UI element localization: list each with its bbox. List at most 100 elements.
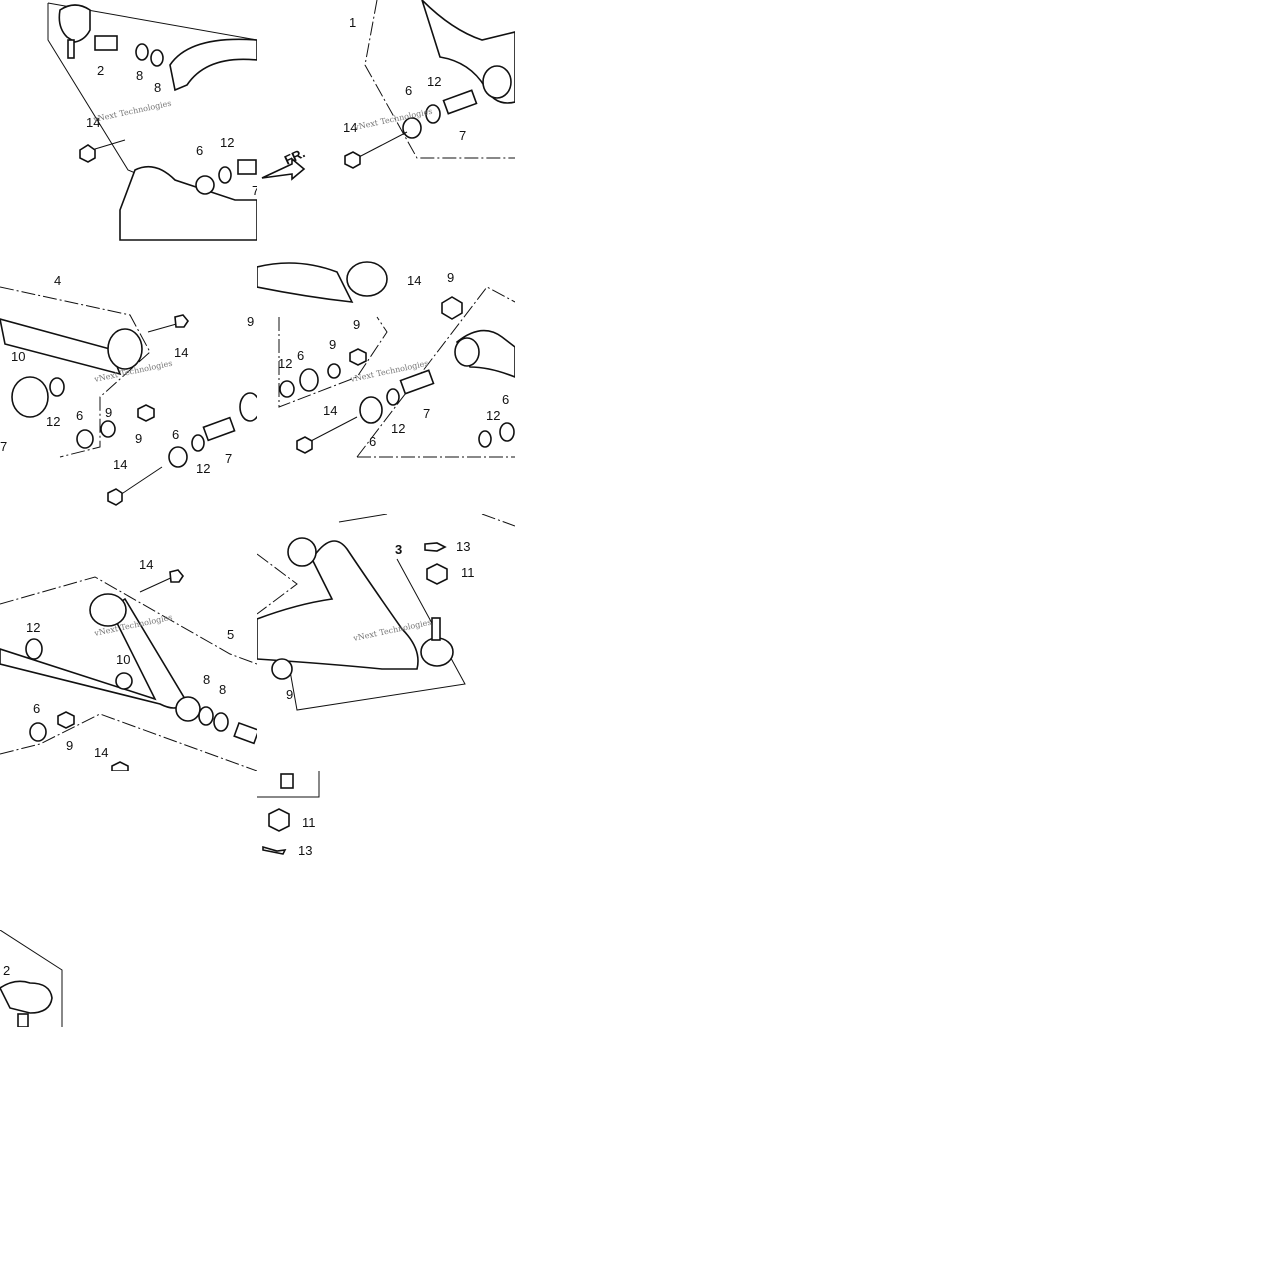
cotter-pin-13 xyxy=(424,542,447,552)
diagram-tile-5: 14 12 10 5 8 8 6 9 14 vNext Technologies xyxy=(0,514,257,771)
nut-14 xyxy=(79,144,96,163)
washer-8a xyxy=(135,43,149,61)
callout-11: 11 xyxy=(302,815,316,830)
washer-12 xyxy=(25,638,43,660)
diagram-tile-4: 14 9 9 12 6 9 14 6 12 7 12 6 vNext Techn… xyxy=(257,257,515,514)
callout-9b: 9 xyxy=(105,405,112,420)
callout-14: 14 xyxy=(174,345,188,360)
ball-joint-stud xyxy=(431,617,441,641)
callout-4: 4 xyxy=(54,273,61,288)
fr-label: FR. xyxy=(282,145,307,167)
bushing-6 xyxy=(402,117,422,139)
cotter-pin-13 xyxy=(262,845,287,855)
washer-9 xyxy=(327,363,341,379)
bushing-6c xyxy=(499,422,515,442)
callout-14: 14 xyxy=(343,120,357,135)
stud-part xyxy=(233,721,257,745)
callout-9a: 9 xyxy=(247,314,254,329)
callout-7b: 7 xyxy=(0,439,7,454)
callout-9b: 9 xyxy=(353,317,360,332)
diagram-tile-7: 11 13 xyxy=(257,771,321,865)
callout-14b: 14 xyxy=(113,457,127,472)
lower-arm-3-part xyxy=(257,540,419,670)
ball-joint-part xyxy=(58,4,91,43)
washer-8b xyxy=(213,712,229,732)
tile-6-drawing: 3 13 11 9 vNext Technologies xyxy=(257,514,515,711)
tile-7-drawing: 11 13 xyxy=(257,771,320,858)
callout-9a: 9 xyxy=(447,270,454,285)
washer-12c xyxy=(478,430,492,448)
castle-nut-11 xyxy=(268,808,290,832)
tile-4-drawing: 14 9 9 12 6 9 14 6 12 7 12 6 vNext Techn… xyxy=(257,261,515,458)
callout-5: 5 xyxy=(227,627,234,642)
arm-bushing-eye xyxy=(482,65,512,99)
callout-12c: 12 xyxy=(486,408,500,423)
arm-eye-right xyxy=(239,392,257,422)
callout-6: 6 xyxy=(297,348,304,363)
callout-10: 10 xyxy=(11,349,25,364)
bushing-6b xyxy=(359,396,383,424)
stud-end xyxy=(280,773,294,789)
callout-12: 12 xyxy=(427,74,441,89)
washer-12 xyxy=(218,166,232,184)
callout-8a: 8 xyxy=(136,68,143,83)
arm-bushing-front xyxy=(287,537,317,567)
ball-joint-neck xyxy=(94,35,118,51)
bolt-14-head xyxy=(296,436,313,454)
nut-9-top xyxy=(441,296,463,320)
bolt-14-head xyxy=(344,151,361,169)
bolt-14-head xyxy=(169,569,184,583)
washer-12 xyxy=(49,377,65,397)
diagram-tile-3: 4 14 10 9 12 6 9 9 6 12 7 14 7 vNext Tec… xyxy=(0,257,257,514)
callout-12: 12 xyxy=(220,135,234,150)
callout-3: 3 xyxy=(395,542,402,557)
arm-bushing xyxy=(107,328,143,370)
callout-7: 7 xyxy=(252,183,257,198)
nut-9 xyxy=(57,711,75,729)
bolt-14b-head xyxy=(107,488,123,506)
arm-bushing-front xyxy=(89,593,127,627)
nut-14b xyxy=(111,761,129,771)
diagram-tile-2: FR. 1 6 12 14 7 vNext Technologies xyxy=(257,0,515,257)
callout-9: 9 xyxy=(66,738,73,753)
bushing-6 xyxy=(76,429,94,449)
callout-12: 12 xyxy=(278,356,292,371)
diagram-tile-6: 3 13 11 9 vNext Technologies xyxy=(257,514,515,771)
ball-joint-stud xyxy=(67,39,75,59)
tie-rod-end-2 xyxy=(0,980,53,1014)
washer-12b xyxy=(386,388,400,406)
callout-6c: 6 xyxy=(502,392,509,407)
callout-9: 9 xyxy=(286,687,293,702)
tile-8-drawing: 2 xyxy=(0,930,63,1027)
diagram-tile-8: 2 xyxy=(0,930,64,1027)
collar-7 xyxy=(202,416,236,442)
arm-eye-left xyxy=(11,376,49,418)
callout-6: 6 xyxy=(196,143,203,158)
callout-13: 13 xyxy=(456,539,470,554)
bushing-6 xyxy=(299,368,319,392)
tile-3-drawing: 4 14 10 9 12 6 9 9 6 12 7 14 7 vNext Tec… xyxy=(0,273,257,506)
collar-7 xyxy=(442,89,478,115)
callout-13: 13 xyxy=(298,843,312,858)
callout-8a: 8 xyxy=(203,672,210,687)
callout-14b: 14 xyxy=(323,403,337,418)
callout-6: 6 xyxy=(76,408,83,423)
callout-2: 2 xyxy=(97,63,104,78)
callout-2: 2 xyxy=(3,963,10,978)
washer-12b xyxy=(191,434,205,452)
callout-7: 7 xyxy=(225,451,232,466)
bolt-14-head xyxy=(174,314,189,328)
callout-14b: 14 xyxy=(94,745,108,760)
callout-1: 1 xyxy=(349,15,356,30)
knuckle-part xyxy=(119,165,257,241)
callout-7: 7 xyxy=(423,406,430,421)
nut-9b xyxy=(137,404,155,422)
callout-7: 7 xyxy=(459,128,466,143)
diagram-tile-1: 2 8 8 14 6 12 7 vNext Technologies xyxy=(0,0,257,257)
callout-8b: 8 xyxy=(154,80,161,95)
callout-12b: 12 xyxy=(196,461,210,476)
arm-eye-right xyxy=(454,337,480,367)
watermark: vNext Technologies xyxy=(92,99,173,125)
bushing-6b xyxy=(168,446,188,468)
tile-2-drawing: FR. 1 6 12 14 7 vNext Technologies xyxy=(261,0,515,181)
